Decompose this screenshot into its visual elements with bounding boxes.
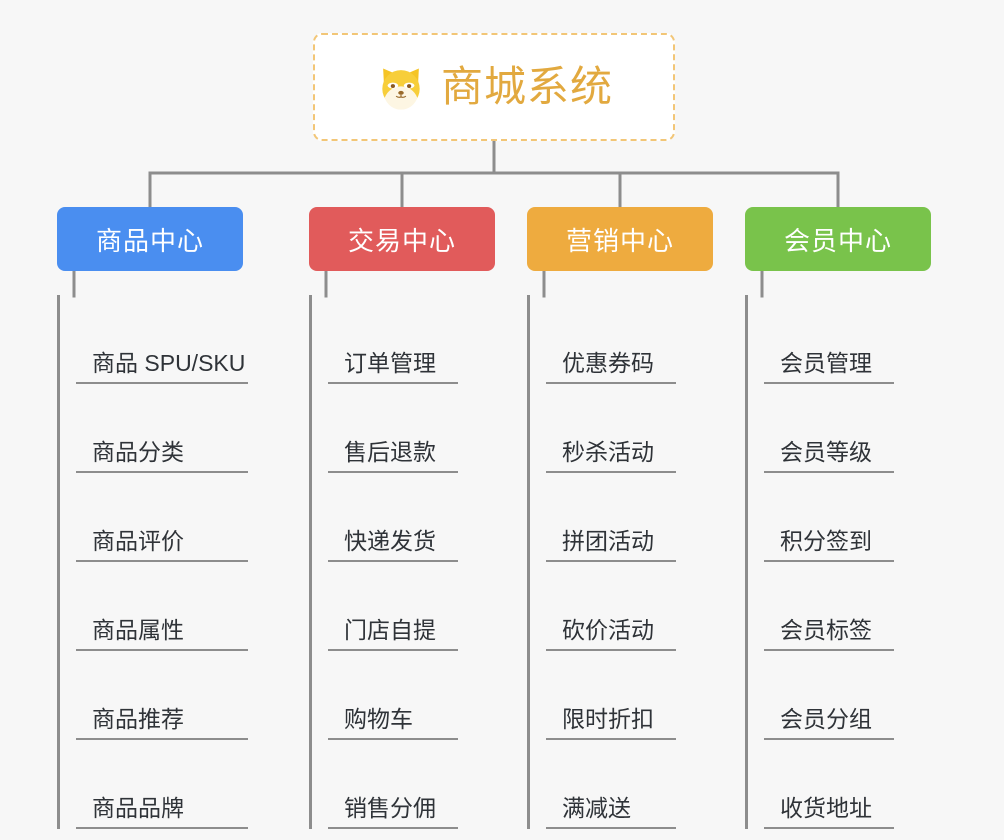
list-item[interactable]: 售后退款 <box>328 384 495 473</box>
branch-column-4: 会员中心 会员管理 会员等级 积分签到 会员标签 会员分组 收货地址 <box>745 207 931 829</box>
list-item[interactable]: 砍价活动 <box>546 562 713 651</box>
leaf-label: 会员管理 <box>780 349 872 376</box>
root-node[interactable]: 商城系统 <box>313 33 675 141</box>
leaf-label: 积分签到 <box>780 527 872 554</box>
list-item[interactable]: 门店自提 <box>328 562 495 651</box>
branch-header-1[interactable]: 商品中心 <box>57 207 243 271</box>
leaf-label: 收货地址 <box>780 794 872 821</box>
list-item[interactable]: 销售分佣 <box>328 740 495 829</box>
leaf-label: 拼团活动 <box>562 527 654 554</box>
list-item[interactable]: 购物车 <box>328 651 495 740</box>
leaf-label: 秒杀活动 <box>562 438 654 465</box>
leaf-label: 售后退款 <box>344 438 436 465</box>
list-item[interactable]: 快递发货 <box>328 473 495 562</box>
leaf-label: 商品属性 <box>92 616 184 643</box>
leaf-label: 优惠券码 <box>562 349 654 376</box>
branch-header-4[interactable]: 会员中心 <box>745 207 931 271</box>
list-item[interactable]: 商品推荐 <box>76 651 248 740</box>
leaf-label: 商品评价 <box>92 527 184 554</box>
list-item[interactable]: 秒杀活动 <box>546 384 713 473</box>
branch-header-label-2: 交易中心 <box>347 225 456 256</box>
branch-header-3[interactable]: 营销中心 <box>527 207 713 271</box>
branch-header-label-3: 营销中心 <box>565 225 674 256</box>
list-item[interactable]: 拼团活动 <box>546 473 713 562</box>
list-item[interactable]: 商品品牌 <box>76 740 248 829</box>
list-item[interactable]: 会员分组 <box>764 651 931 740</box>
branch-header-label-4: 会员中心 <box>783 225 892 256</box>
list-item[interactable]: 积分签到 <box>764 473 931 562</box>
list-item[interactable]: 商品 SPU/SKU <box>76 295 248 384</box>
branch-column-3: 营销中心 优惠券码 秒杀活动 拼团活动 砍价活动 限时折扣 满减送 <box>527 207 713 829</box>
list-item[interactable]: 订单管理 <box>328 295 495 384</box>
list-item[interactable]: 商品评价 <box>76 473 248 562</box>
leaf-label: 会员等级 <box>780 438 872 465</box>
list-item[interactable]: 收货地址 <box>764 740 931 829</box>
list-item[interactable]: 会员标签 <box>764 562 931 651</box>
leaf-label: 会员分组 <box>780 705 872 732</box>
list-item[interactable]: 限时折扣 <box>546 651 713 740</box>
leaf-list-2: 订单管理 售后退款 快递发货 门店自提 购物车 销售分佣 <box>309 295 495 829</box>
branch-column-2: 交易中心 订单管理 售后退款 快递发货 门店自提 购物车 销售分佣 <box>309 207 495 829</box>
branch-header-label-1: 商品中心 <box>95 225 204 256</box>
branch-header-2[interactable]: 交易中心 <box>309 207 495 271</box>
list-item[interactable]: 商品分类 <box>76 384 248 473</box>
root-title: 商城系统 <box>440 63 613 110</box>
leaf-list-3: 优惠券码 秒杀活动 拼团活动 砍价活动 限时折扣 满减送 <box>527 295 713 829</box>
leaf-label: 砍价活动 <box>562 616 654 643</box>
shiba-dog-face-icon <box>382 68 420 110</box>
leaf-label: 订单管理 <box>344 349 436 376</box>
list-item[interactable]: 优惠券码 <box>546 295 713 384</box>
leaf-label: 会员标签 <box>780 616 872 643</box>
leaf-label: 销售分佣 <box>344 794 436 821</box>
leaf-label: 快递发货 <box>344 527 436 554</box>
leaf-label: 商品 SPU/SKU <box>92 349 246 376</box>
leaf-label: 满减送 <box>562 794 631 821</box>
list-item[interactable]: 会员等级 <box>764 384 931 473</box>
branch-column-1: 商品中心 商品 SPU/SKU 商品分类 商品评价 商品属性 商品推荐 商品品牌 <box>57 207 248 829</box>
leaf-label: 门店自提 <box>344 616 436 643</box>
list-item[interactable]: 商品属性 <box>76 562 248 651</box>
leaf-label: 商品分类 <box>92 438 184 465</box>
leaf-label: 购物车 <box>344 705 413 732</box>
leaf-label: 限时折扣 <box>562 705 654 732</box>
leaf-list-1: 商品 SPU/SKU 商品分类 商品评价 商品属性 商品推荐 商品品牌 <box>57 295 248 829</box>
list-item[interactable]: 会员管理 <box>764 295 931 384</box>
leaf-label: 商品推荐 <box>92 705 184 732</box>
leaf-list-4: 会员管理 会员等级 积分签到 会员标签 会员分组 收货地址 <box>745 295 931 829</box>
list-item[interactable]: 满减送 <box>546 740 713 829</box>
leaf-label: 商品品牌 <box>92 794 184 821</box>
